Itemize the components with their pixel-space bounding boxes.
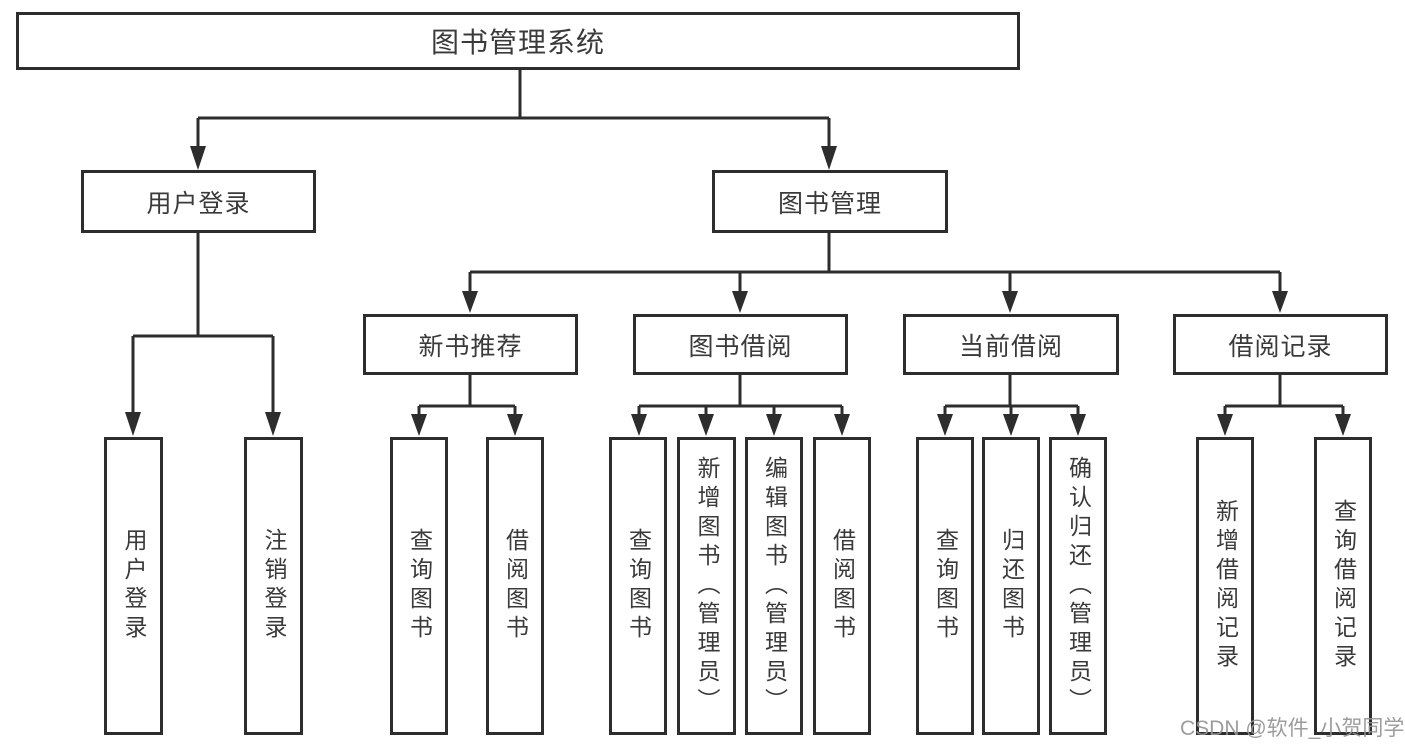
leaf-return-books: 归还图书 [982, 437, 1040, 735]
leaf-borrow-books-recommend: 借阅图书 [486, 437, 544, 735]
node-new-book-recommendation: 新书推荐 [363, 314, 578, 375]
leaf-edit-books-admin: 编辑图书（管理员） [745, 437, 803, 735]
node-label: 当前借阅 [958, 332, 1063, 361]
node-user-login: 用户登录 [81, 170, 316, 233]
leaf-borrow-books: 借阅图书 [813, 437, 871, 735]
node-current-borrowing: 当前借阅 [903, 314, 1119, 375]
node-label: 借阅图书 [502, 528, 529, 644]
node-label: 用户登录 [121, 528, 147, 644]
arrowheads [125, 146, 1351, 436]
leaf-query-books-recommend: 查询图书 [390, 437, 448, 735]
leaf-logout: 注销登录 [244, 437, 303, 735]
leaf-add-borrow-record: 新增借阅记录 [1196, 437, 1254, 735]
node-label: 查询借阅记录 [1330, 499, 1357, 673]
node-label: 新增借阅记录 [1212, 499, 1239, 673]
node-label: 图书管理系统 [430, 27, 605, 58]
node-label: 图书管理 [777, 189, 882, 218]
leaf-query-books-borrow: 查询图书 [609, 437, 667, 735]
leaf-query-borrow-record: 查询借阅记录 [1314, 437, 1372, 735]
node-label: 新书推荐 [418, 332, 523, 361]
node-label: 查询图书 [406, 528, 433, 644]
node-library-management-system: 图书管理系统 [16, 12, 1020, 70]
leaf-user-login: 用户登录 [104, 437, 163, 735]
node-label: 查询图书 [625, 528, 652, 644]
leaf-query-books-current: 查询图书 [916, 437, 974, 735]
node-book-management: 图书管理 [712, 170, 948, 233]
leaf-add-books-admin: 新增图书（管理员） [677, 437, 736, 735]
csdn-watermark: CSDN @软件_小贺同学 [1180, 717, 1405, 740]
node-label: 注销登录 [261, 528, 287, 644]
node-label: 图书借阅 [688, 332, 793, 361]
leaf-confirm-return-admin: 确认归还（管理员） [1049, 437, 1107, 735]
node-label: 新增图书（管理员） [694, 455, 720, 717]
node-label: 确认归还（管理员） [1065, 455, 1092, 717]
node-label: 归还图书 [998, 528, 1025, 644]
node-label: 借阅图书 [829, 528, 856, 644]
node-book-borrowing: 图书借阅 [633, 314, 848, 375]
node-label: 借阅记录 [1228, 332, 1333, 361]
node-borrowing-records: 借阅记录 [1173, 314, 1388, 375]
connector-line-segments [131, 70, 1345, 417]
node-label: 用户登录 [146, 189, 251, 218]
node-label: 编辑图书（管理员） [761, 455, 788, 717]
node-label: 查询图书 [932, 528, 959, 644]
